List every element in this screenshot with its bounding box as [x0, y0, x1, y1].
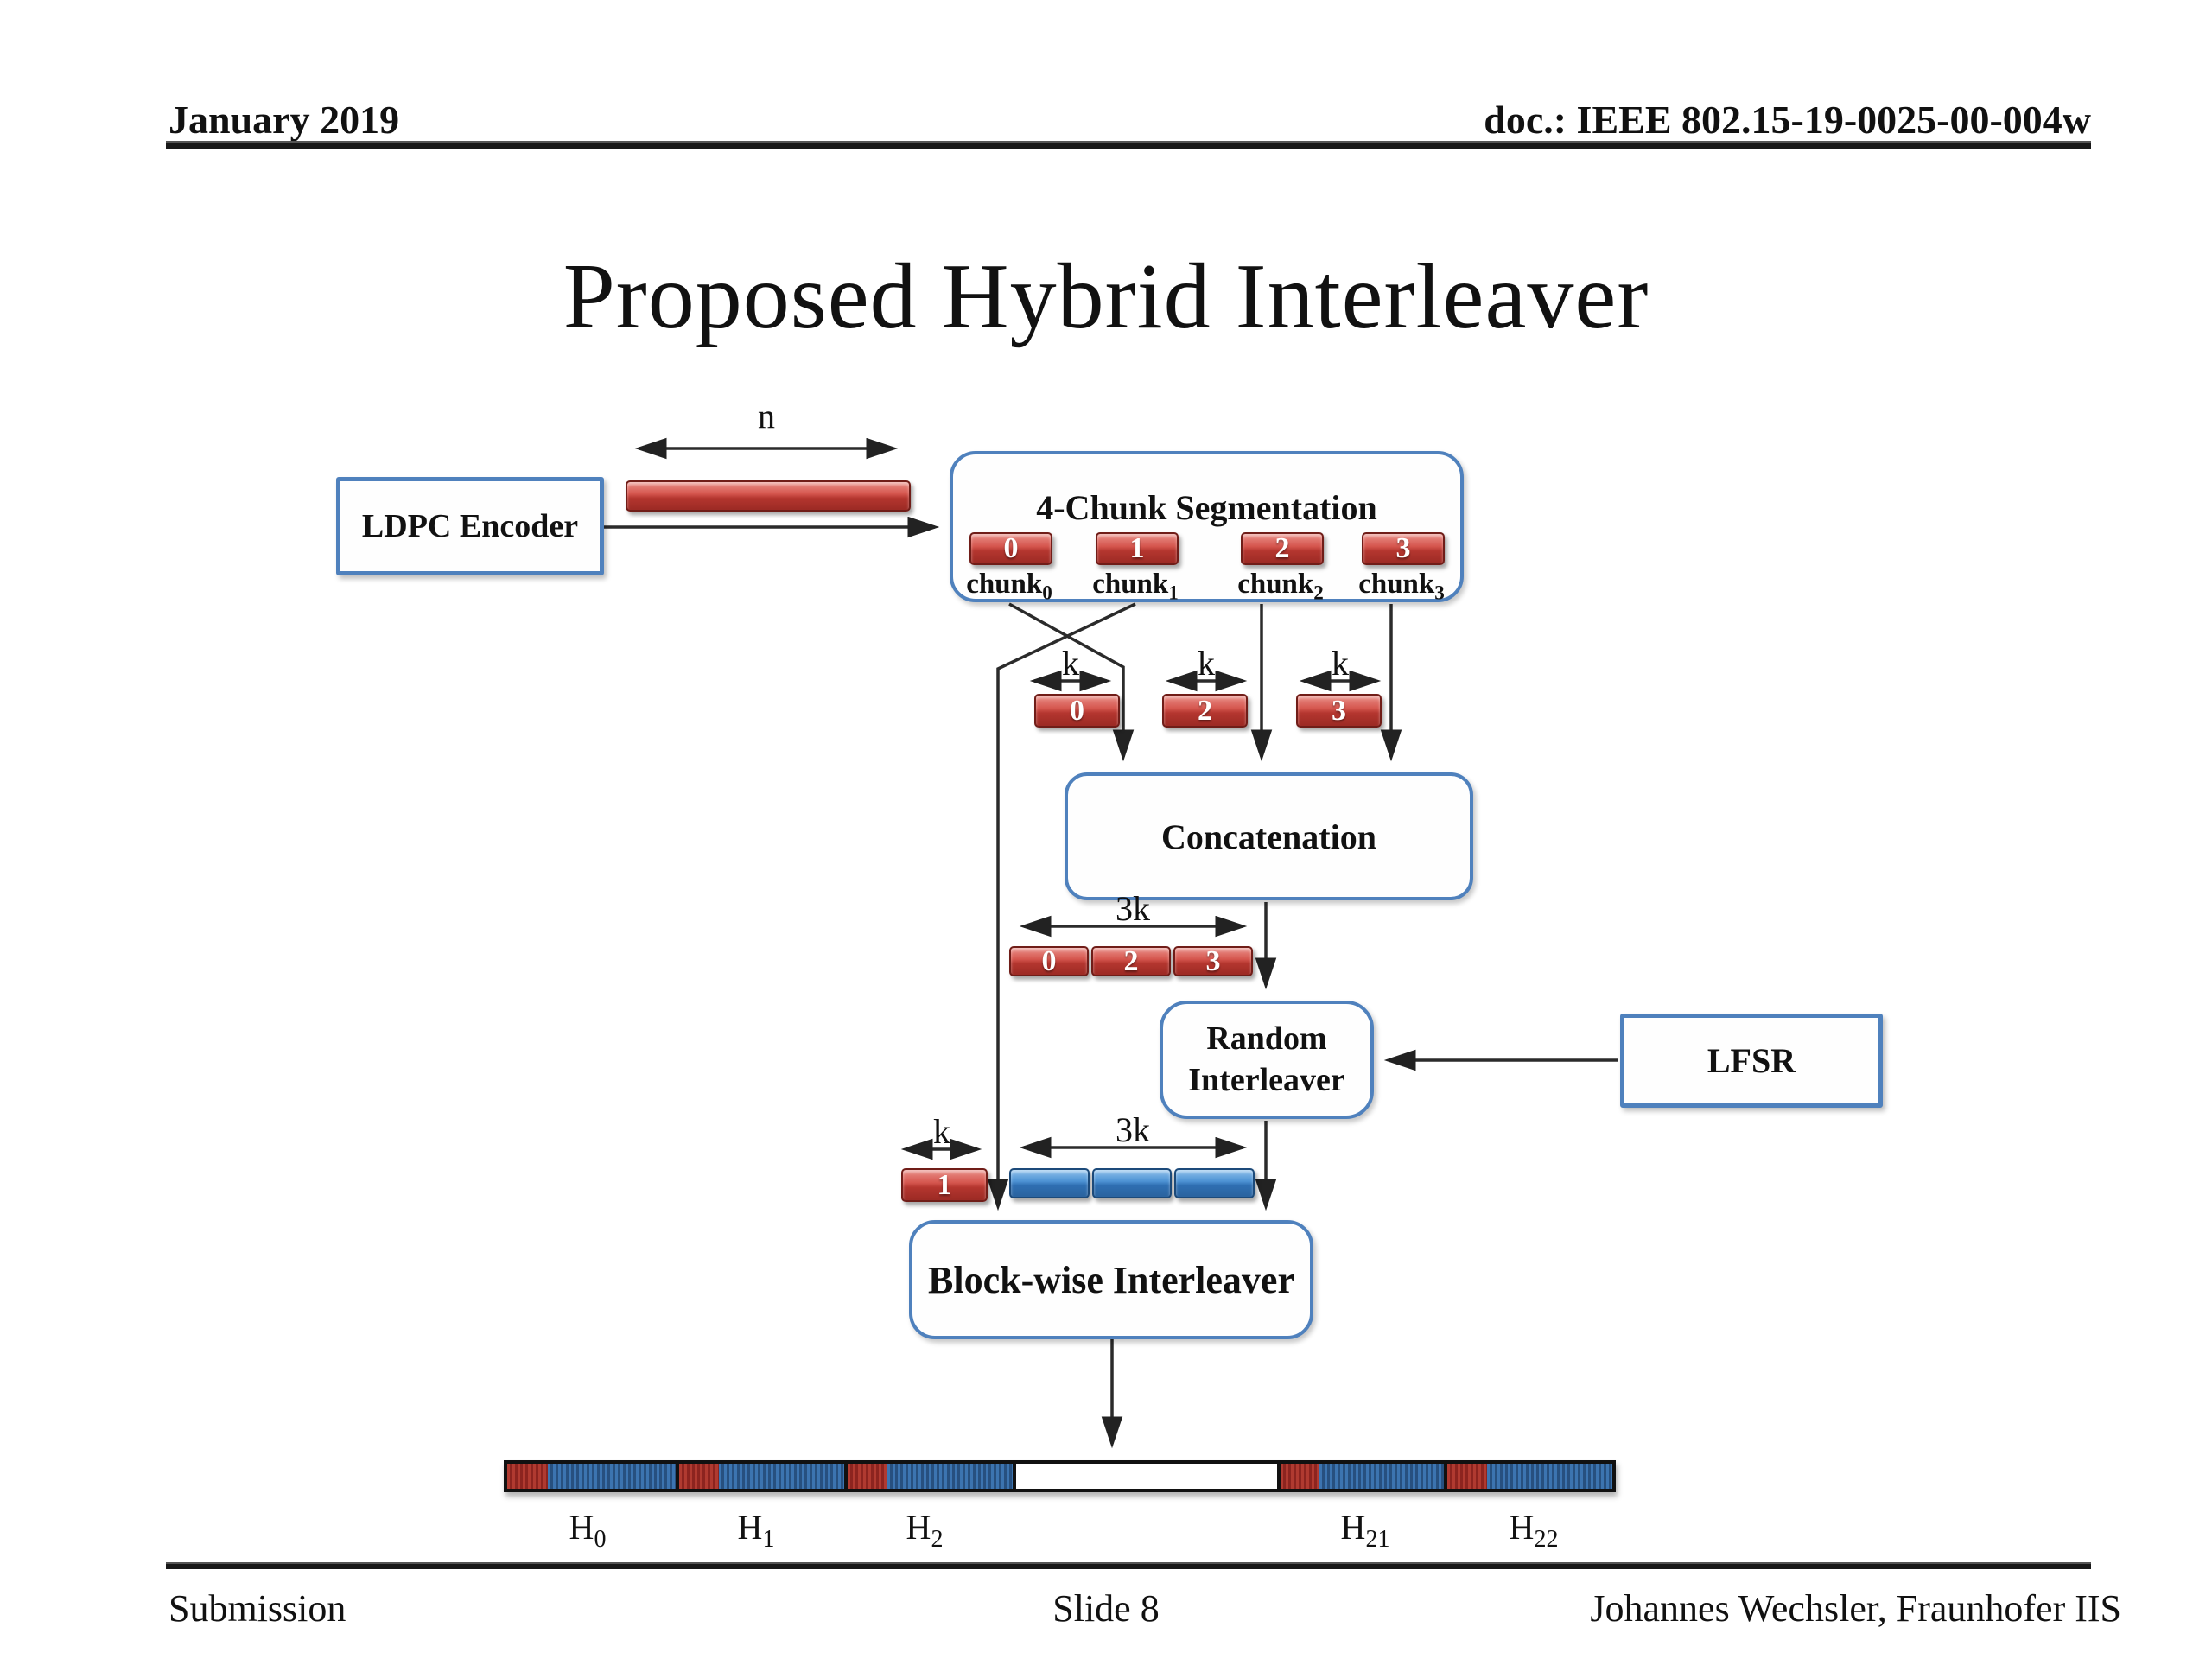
footer-submission: Submission	[168, 1587, 346, 1630]
concatenated-bar: 0 2 3	[1009, 946, 1253, 976]
hop-segment-h22	[1444, 1464, 1612, 1489]
interleaved-bar-seg-2	[1174, 1168, 1255, 1198]
k-dim-label-2: k	[1198, 644, 1215, 683]
hop-h21-blue	[1319, 1464, 1444, 1489]
concatenation-label: Concatenation	[1161, 817, 1376, 856]
lfsr-box: LFSR	[1620, 1014, 1883, 1108]
hop-label-h21: H21	[1340, 1508, 1390, 1553]
blockwise-interleaver-label: Block-wise Interleaver	[928, 1258, 1294, 1301]
ldpc-encoder-box: LDPC Encoder	[336, 477, 604, 575]
chunk-label-3: chunk3	[1358, 569, 1445, 604]
chunk-label-0: chunk0	[966, 569, 1052, 604]
header-date: January 2019	[168, 98, 400, 142]
header-doc-number: doc.: IEEE 802.15-19-0025-00-004w	[1484, 98, 2091, 142]
hop-label-h22: H22	[1509, 1508, 1559, 1553]
random-interleaver-box: Random Interleaver	[1160, 1001, 1374, 1119]
hop-segment-h2	[844, 1464, 1013, 1489]
footer-slide-number: Slide 8	[1052, 1587, 1160, 1630]
random-interleaver-label-line1: Random	[1206, 1020, 1327, 1057]
interleaved-bar-seg-1	[1091, 1168, 1173, 1198]
threek-dim-label-top: 3k	[1116, 889, 1150, 928]
hop-segment-gap	[1013, 1464, 1277, 1489]
hop-h0-red	[507, 1464, 548, 1489]
blockwise-interleaver-box: Block-wise Interleaver	[909, 1220, 1313, 1339]
concatenated-bar-seg-2: 2	[1091, 946, 1171, 976]
k-chunk-bar-0: 0	[1034, 694, 1120, 728]
chunk-bar-2: 2	[1241, 532, 1324, 565]
hop-label-h2: H2	[906, 1508, 944, 1553]
interleaved-bar	[1009, 1168, 1255, 1198]
n-dimension-label: n	[758, 397, 775, 435]
k-chunk-bar-2: 2	[1162, 694, 1248, 728]
chunk-label-2: chunk2	[1237, 569, 1324, 604]
hop-segment-h0	[507, 1464, 676, 1489]
hop-h1-red	[679, 1464, 719, 1489]
hop-h22-blue	[1486, 1464, 1612, 1489]
leftover-chunk-bar-1: 1	[901, 1168, 988, 1202]
hop-segment-h21	[1277, 1464, 1444, 1489]
k-dim-label-0: k	[1062, 644, 1079, 683]
lfsr-label: LFSR	[1707, 1041, 1796, 1080]
page-title: Proposed Hybrid Interleaver	[563, 245, 1649, 348]
hop-h2-blue	[887, 1464, 1013, 1489]
hop-h22-red	[1447, 1464, 1487, 1489]
k-dim-label-1: k	[933, 1112, 950, 1151]
hop-h0-blue	[547, 1464, 676, 1489]
concatenation-box: Concatenation	[1065, 772, 1473, 900]
header-rule	[166, 141, 2091, 149]
footer-rule	[166, 1562, 2091, 1569]
chunk-bar-1: 1	[1096, 532, 1179, 565]
hop-h2-red	[848, 1464, 887, 1489]
hop-h1-blue	[718, 1464, 844, 1489]
hop-h21-red	[1281, 1464, 1320, 1489]
interleaved-bar-seg-0	[1009, 1168, 1090, 1198]
segmentation-title: 4-Chunk Segmentation	[1036, 488, 1377, 527]
footer-author: Johannes Wechsler, Fraunhofer IIS	[1590, 1587, 2121, 1630]
concatenated-bar-seg-3: 3	[1173, 946, 1253, 976]
concatenated-bar-seg-0: 0	[1009, 946, 1089, 976]
hop-label-h1: H1	[737, 1508, 775, 1553]
chunk-label-1: chunk1	[1092, 569, 1179, 604]
threek-dim-label-bottom: 3k	[1116, 1110, 1150, 1149]
hop-segment-h1	[676, 1464, 844, 1489]
chunk-bar-3: 3	[1362, 532, 1445, 565]
k-chunk-bar-3: 3	[1296, 694, 1382, 728]
random-interleaver-label-line2: Interleaver	[1188, 1061, 1345, 1098]
segmentation-box: 4-Chunk Segmentation	[950, 451, 1464, 602]
k-dim-label-3: k	[1332, 644, 1349, 683]
output-hop-bar	[504, 1460, 1616, 1492]
chunk-bar-0: 0	[969, 532, 1052, 565]
ldpc-encoder-label: LDPC Encoder	[361, 508, 579, 544]
hop-label-h0: H0	[569, 1508, 607, 1553]
codeword-bar	[626, 480, 911, 512]
